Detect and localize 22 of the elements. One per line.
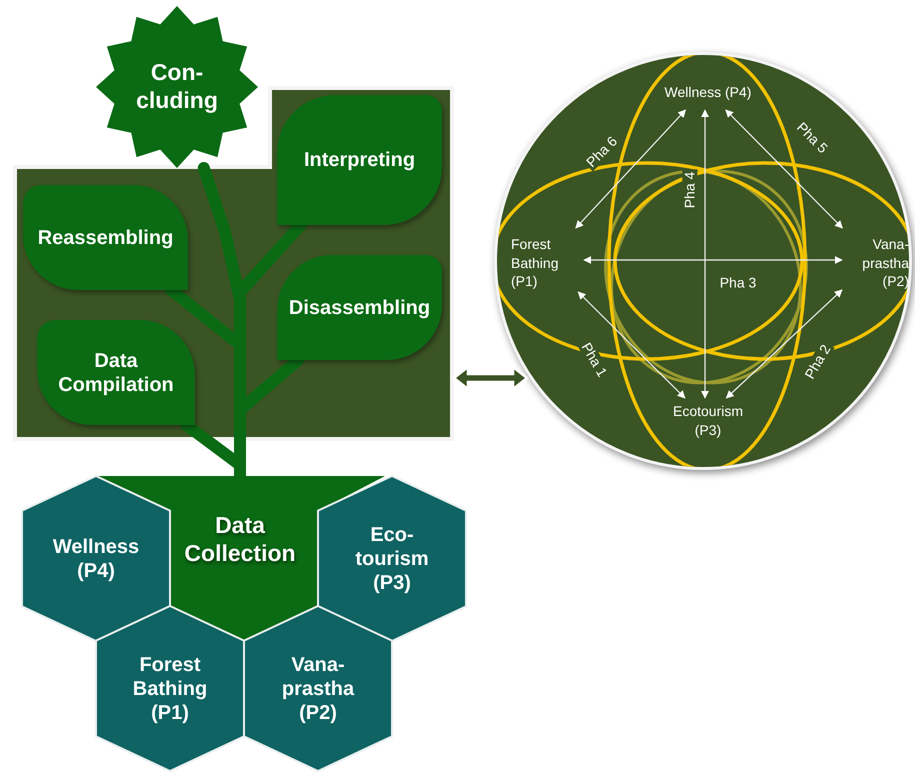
- hexagon-box: Eco- tourism (P3): [318, 476, 466, 641]
- arrow: [726, 289, 843, 399]
- panel-background: [12, 85, 452, 442]
- edge-label: Pha 3: [718, 275, 758, 291]
- node-label: Forest Bathing (P1): [511, 231, 587, 295]
- arrow: [578, 291, 686, 399]
- arrow: [575, 109, 686, 229]
- leaf-box: Data Compilation: [37, 320, 195, 425]
- edge-label: Pha 4: [682, 170, 698, 210]
- hexagon-box: Vana- prastha (P2): [244, 606, 392, 771]
- arrow: [725, 109, 843, 229]
- leaf-box: Reassembling: [23, 185, 188, 290]
- node-label: Ecotourism (P3): [658, 401, 758, 441]
- node-label: Wellness (P4): [653, 71, 763, 113]
- hexagon-box: Forest Bathing (P1): [96, 606, 244, 771]
- star-badge: Con- cluding: [96, 6, 258, 168]
- hexagon-box: Wellness (P4): [22, 476, 170, 641]
- node-label: Vana- prastha (P2): [845, 231, 909, 295]
- arrow: [701, 109, 709, 399]
- leaf-box: Interpreting: [277, 95, 442, 225]
- leaf-box: Disassembling: [277, 255, 442, 360]
- arrow: [583, 256, 843, 264]
